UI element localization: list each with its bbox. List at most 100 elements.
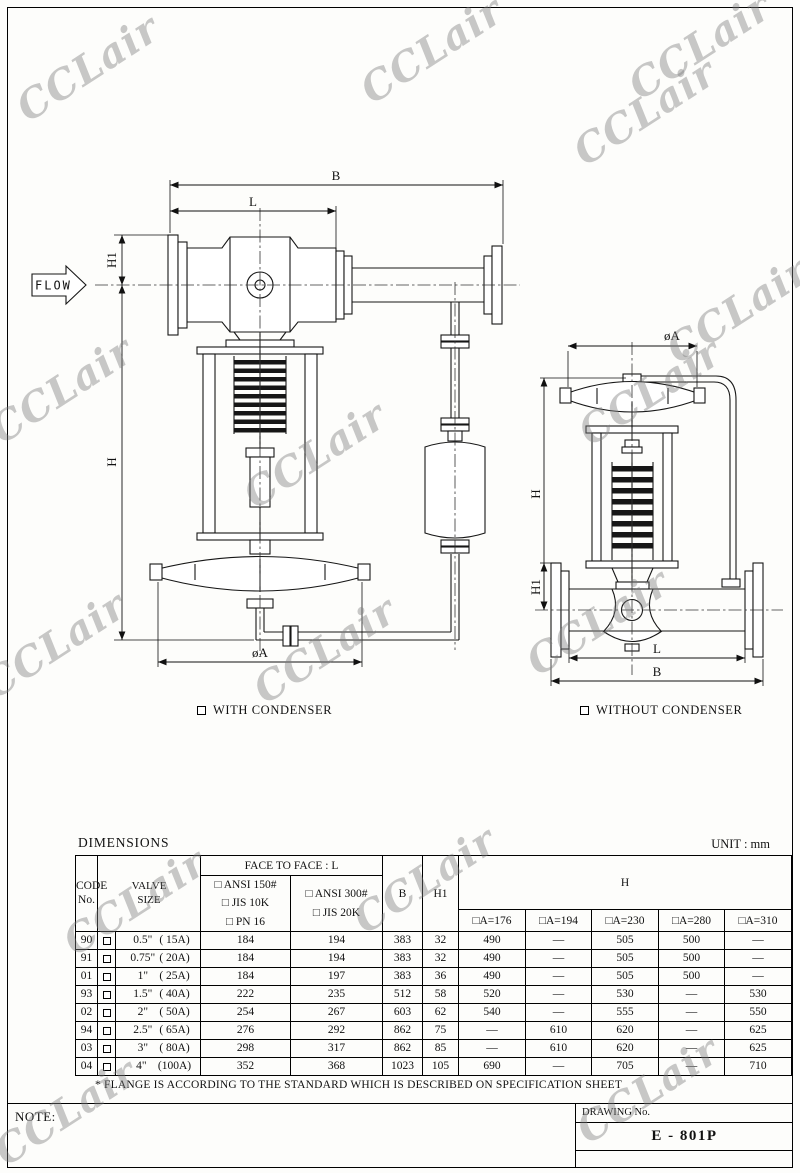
watermark: CCLair — [8, 4, 168, 132]
cell-l-ansi300: 368 — [290, 1057, 383, 1077]
dim-label-h1: H1 — [528, 579, 543, 595]
valve-size-dn: ( 15A) — [159, 934, 190, 947]
checkbox-icon — [580, 706, 589, 715]
cell-h1: 85 — [422, 1039, 459, 1059]
watermark: CCLair — [620, 0, 780, 110]
cell-valve-size: 2.5"( 65A) — [115, 1021, 201, 1041]
valve-size-inch: 2" — [137, 1006, 149, 1019]
cell-h-1: 610 — [525, 1021, 592, 1041]
cell-h-4: 710 — [723, 1057, 793, 1077]
flange-footnote: * FLANGE IS ACCORDING TO THE STANDARD WH… — [95, 1079, 623, 1091]
col-header-h-a176: □A=176 — [458, 909, 526, 933]
col-header-h: H — [457, 854, 793, 911]
cell-h-2: 620 — [591, 1039, 659, 1059]
cell-valve-size: 1" ( 25A) — [115, 967, 201, 987]
cell-checkbox — [97, 985, 116, 1005]
cell-code: 94 — [75, 1021, 98, 1041]
valve-size-inch: 1" — [137, 970, 149, 983]
cell-l-ansi300: 317 — [290, 1039, 383, 1059]
col-header-h1: H1 — [422, 854, 459, 933]
cell-h-2: 555 — [591, 1003, 659, 1023]
note-label: NOTE: — [15, 1109, 56, 1124]
header-row-1: CODE No. VALVE SIZE FACE TO FACE : L B H… — [75, 854, 793, 933]
col-header-h-a230: □A=230 — [591, 909, 659, 933]
sensing-tube — [641, 375, 737, 580]
cell-l-ansi300: 194 — [290, 949, 383, 969]
dim-label-oa: øA — [252, 645, 269, 660]
valve-size-inch: 3" — [137, 1042, 149, 1055]
valve-size-inch: 4" — [136, 1060, 147, 1073]
flow-arrow: FLOW — [31, 264, 87, 306]
cell-h-2: 705 — [591, 1057, 659, 1077]
cell-h-3: — — [658, 1003, 725, 1023]
dim-label-h1: H1 — [104, 252, 119, 268]
cell-l-ansi300: 235 — [290, 985, 383, 1005]
size-checkbox-icon — [102, 1044, 111, 1053]
cell-h-4: 530 — [723, 985, 793, 1005]
col-header-h-a280: □A=280 — [658, 909, 725, 933]
size-checkbox-icon — [102, 972, 111, 981]
cell-l-ansi300: 197 — [290, 967, 383, 987]
cell-h-0: 490 — [458, 931, 526, 951]
cell-h-0: 490 — [458, 967, 526, 987]
cell-h-0: 520 — [458, 985, 526, 1005]
cell-code: 91 — [75, 949, 98, 969]
cell-b: 603 — [382, 1003, 423, 1023]
dim-label-l: L — [249, 194, 257, 209]
cell-checkbox — [97, 931, 116, 951]
cell-checkbox — [97, 1021, 116, 1041]
cell-code: 02 — [75, 1003, 98, 1023]
valve-size-inch: 1.5" — [133, 988, 153, 1001]
cell-code: 04 — [75, 1057, 98, 1077]
cell-code: 90 — [75, 931, 98, 951]
valve-size-dn: ( 65A) — [159, 1024, 190, 1037]
col-header-standards-300: □ ANSI 300# □ JIS 20K — [290, 874, 383, 933]
caption-text: WITH CONDENSER — [213, 703, 333, 717]
cell-h-1: — — [525, 931, 592, 951]
cell-valve-size: 0.5" ( 15A) — [115, 931, 201, 951]
cell-l-ansi150: 184 — [200, 949, 291, 969]
valve-size-dn: ( 25A) — [159, 970, 190, 983]
valve-technical-drawing: FLOW B L H1 H øA — [31, 168, 783, 686]
cell-h-1: — — [525, 985, 592, 1005]
cell-h-3: — — [658, 1039, 725, 1059]
diaphragm-actuator — [559, 373, 706, 582]
size-checkbox-icon — [102, 990, 111, 999]
col-header-h-a310: □A=310 — [723, 909, 793, 933]
cell-h-1: 610 — [525, 1039, 592, 1059]
cell-h1: 75 — [422, 1021, 459, 1041]
cell-h-3: 500 — [658, 949, 725, 969]
valve-size-inch: 0.5" — [133, 934, 153, 947]
cell-b: 862 — [382, 1021, 423, 1041]
size-checkbox-icon — [102, 1008, 111, 1017]
cell-checkbox — [97, 949, 116, 969]
cell-code: 93 — [75, 985, 98, 1005]
cell-valve-size: 1.5" ( 40A) — [115, 985, 201, 1005]
cell-h-3: — — [658, 985, 725, 1005]
cell-l-ansi150: 222 — [200, 985, 291, 1005]
valve-size-dn: (100A) — [157, 1060, 192, 1073]
cell-h-2: 505 — [591, 931, 659, 951]
cell-h-3: 500 — [658, 931, 725, 951]
size-checkbox-icon — [102, 1026, 111, 1035]
cell-h1: 32 — [422, 949, 459, 969]
col-header-code: CODE No. — [75, 854, 107, 933]
cell-h-2: 620 — [591, 1021, 659, 1041]
dim-label-h: H — [104, 457, 119, 466]
cell-h-4: 625 — [723, 1039, 793, 1059]
cell-h-1: — — [525, 967, 592, 987]
cell-h-4: 625 — [723, 1021, 793, 1041]
caption-with-condenser: WITH CONDENSER — [197, 703, 332, 718]
valve-size-dn: ( 40A) — [159, 988, 190, 1001]
cell-h-4: — — [723, 967, 793, 987]
cell-l-ansi300: 292 — [290, 1021, 383, 1041]
cell-valve-size: 2"( 50A) — [115, 1003, 201, 1023]
drawing-number-box: DRAWING No. E - 801P — [575, 1104, 793, 1168]
cell-h1: 62 — [422, 1003, 459, 1023]
cell-valve-size: 4" (100A) — [115, 1057, 201, 1077]
valve-body — [186, 236, 337, 333]
col-header-valve-size: VALVE SIZE — [97, 854, 201, 933]
left-valve-drawing: FLOW B L H1 H øA — [31, 168, 520, 667]
